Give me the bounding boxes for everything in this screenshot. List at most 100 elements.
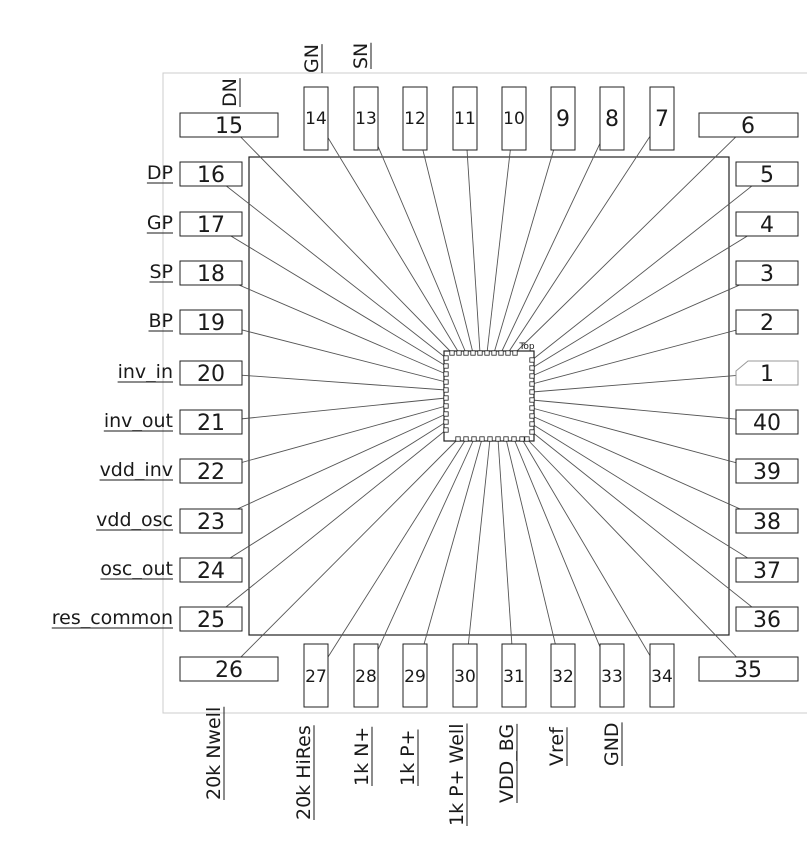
pin-number-8: 8 — [605, 107, 619, 132]
pin-number-25: 25 — [197, 608, 225, 633]
signal-label-33: GND — [601, 722, 623, 766]
pad-31 — [501, 643, 527, 708]
die-pad-8 — [498, 350, 504, 356]
bond-wire-38 — [531, 415, 768, 522]
pad-10 — [501, 86, 527, 151]
die-pad-10 — [484, 350, 490, 356]
package-pads: 1234567891011121314151617181920212223242… — [179, 86, 799, 708]
pin-number-21: 21 — [197, 411, 225, 436]
bond-wire-22 — [210, 405, 447, 472]
pin-number-11: 11 — [454, 109, 476, 129]
pin-number-19: 19 — [197, 311, 225, 336]
pin-number-39: 39 — [753, 460, 781, 485]
bond-wire-14 — [315, 117, 460, 354]
pin-number-35: 35 — [734, 658, 762, 683]
pin-number-34: 34 — [651, 667, 673, 687]
bond-wires — [210, 117, 768, 677]
signal-label-32: Vref — [546, 726, 568, 766]
pin-number-3: 3 — [760, 262, 774, 287]
die-pad-24 — [443, 419, 449, 425]
pad-25 — [179, 606, 243, 632]
pin-number-24: 24 — [197, 559, 225, 584]
die-pad-6 — [512, 350, 518, 356]
bond-wire-15 — [228, 124, 453, 354]
pin-number-26: 26 — [215, 658, 243, 683]
die-pad-12 — [470, 350, 476, 356]
bond-wire-25 — [210, 429, 447, 620]
die-pad-29 — [479, 436, 485, 442]
die-pad-23 — [443, 411, 449, 417]
signal-label-19: BP — [149, 310, 174, 332]
pad-9 — [550, 86, 576, 151]
signal-label-24: osc_out — [100, 558, 173, 580]
bond-wire-35 — [526, 438, 749, 670]
outer-frame — [162, 72, 807, 714]
bond-wire-23 — [210, 413, 447, 522]
bond-wire-37 — [531, 423, 768, 571]
die: Top — [443, 342, 535, 442]
bond-wire-20 — [210, 372, 447, 391]
bond-wire-40 — [531, 399, 768, 423]
die-pad-15 — [449, 350, 455, 356]
pin-number-20: 20 — [197, 362, 225, 387]
pin-number-16: 16 — [197, 163, 225, 188]
pad-34 — [649, 643, 675, 708]
pad-21 — [179, 409, 243, 435]
pin-number-4: 4 — [760, 213, 774, 238]
die-pad-40 — [529, 397, 535, 403]
pad-6 — [698, 112, 799, 138]
die-pad-7 — [505, 350, 511, 356]
bond-wire-24 — [210, 421, 447, 571]
signal-label-28: 1k N+ — [351, 727, 373, 786]
pin-number-37: 37 — [753, 559, 781, 584]
pad-24 — [179, 557, 243, 583]
bond-wire-2 — [531, 321, 768, 385]
bond-wire-19 — [210, 321, 447, 383]
signal-label-14: GN — [301, 44, 323, 73]
pin-number-2: 2 — [760, 311, 774, 336]
pad-39 — [735, 458, 799, 484]
pin-number-38: 38 — [753, 510, 781, 535]
pin-number-7: 7 — [655, 107, 669, 132]
bond-wire-6 — [514, 124, 749, 354]
die-pad-37 — [529, 421, 535, 427]
pin-number-30: 30 — [454, 667, 476, 687]
die-pad-34 — [519, 436, 525, 442]
bond-wire-33 — [513, 438, 613, 677]
pin-number-31: 31 — [503, 667, 525, 687]
bond-wire-3 — [531, 272, 768, 377]
pin-number-36: 36 — [753, 608, 781, 633]
bond-wire-39 — [531, 407, 768, 472]
die-pad-9 — [491, 350, 497, 356]
bond-wire-34 — [521, 438, 663, 677]
signal-label-27: 20k HiRes — [293, 725, 315, 820]
pad-28 — [353, 643, 379, 708]
pin-number-33: 33 — [601, 667, 623, 687]
pad-15 — [179, 112, 279, 138]
die-pad-36 — [529, 429, 535, 435]
pad-37 — [735, 557, 799, 583]
pad-20 — [179, 360, 243, 386]
die-pad-13 — [463, 350, 469, 356]
die-pad-25 — [443, 427, 449, 433]
bond-wire-12 — [414, 117, 474, 354]
bond-wire-5 — [531, 173, 768, 361]
pin-number-23: 23 — [197, 510, 225, 535]
pad-5 — [735, 161, 799, 187]
pad-11 — [452, 86, 478, 151]
pin-number-29: 29 — [404, 667, 426, 687]
bond-wire-28 — [365, 438, 475, 677]
pad-26 — [179, 656, 279, 682]
signal-label-21: inv_out — [104, 410, 173, 432]
bond-wire-26 — [228, 438, 459, 670]
bond-wire-4 — [531, 223, 768, 369]
pad-23 — [179, 508, 243, 534]
signal-label-20: inv_in — [118, 361, 173, 383]
signal-label-18: SP — [149, 261, 173, 283]
pin-number-10: 10 — [503, 109, 525, 129]
die-pad-3 — [529, 373, 535, 379]
die-pad-31 — [495, 436, 501, 442]
bond-wire-1 — [531, 372, 768, 393]
